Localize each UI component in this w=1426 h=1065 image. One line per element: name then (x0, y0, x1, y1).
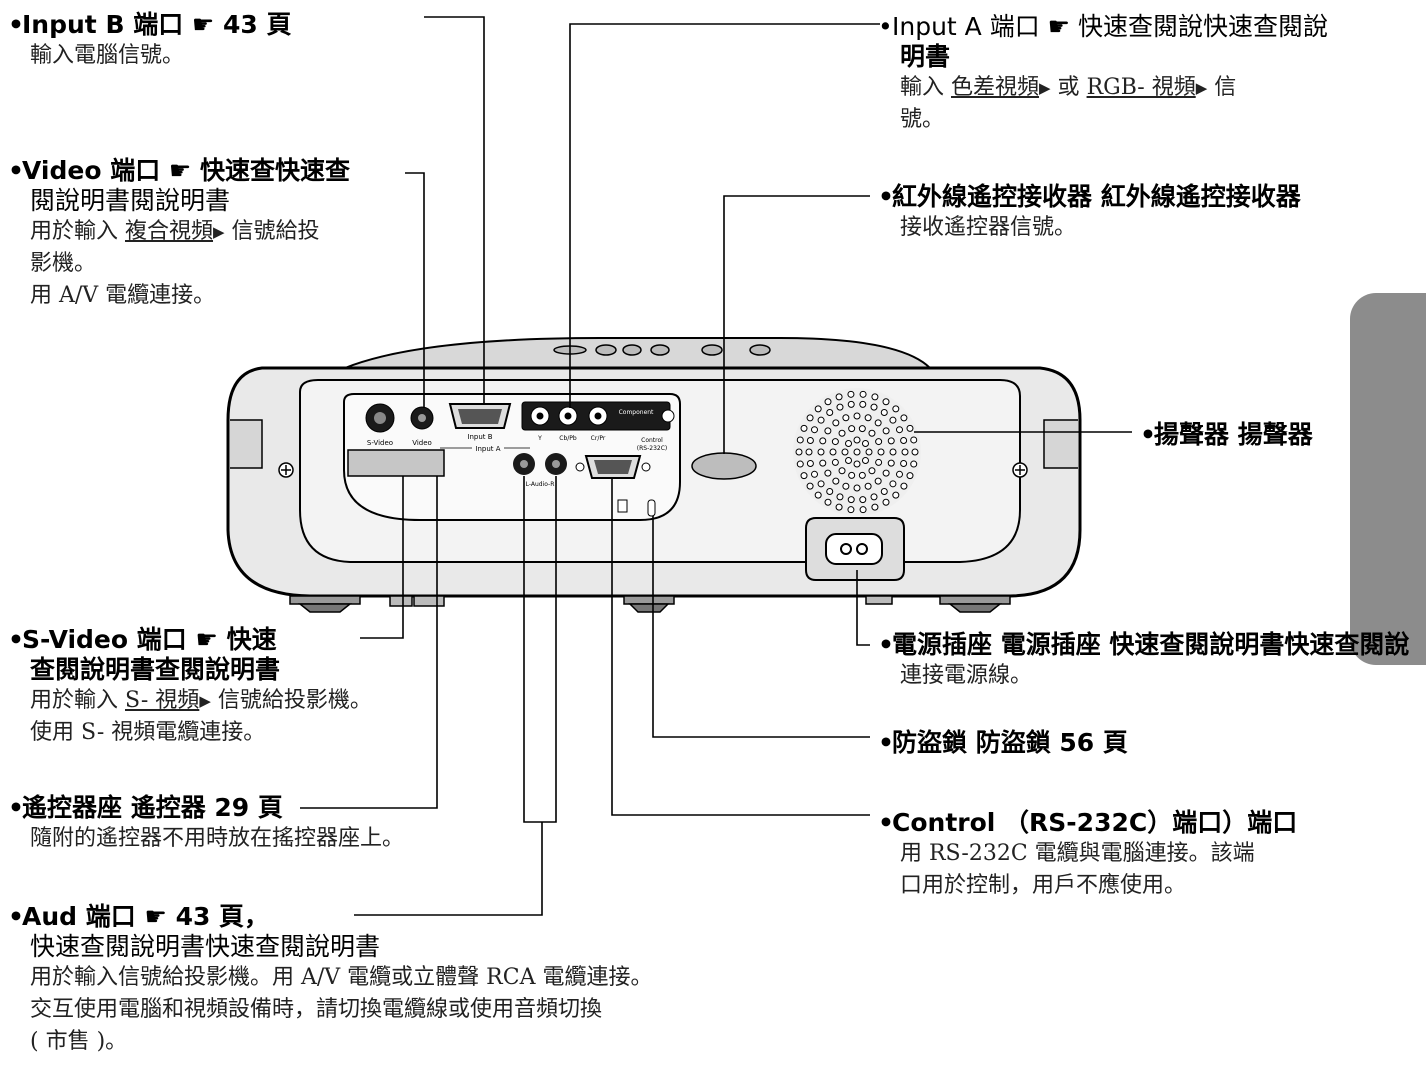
power-inlet (805, 517, 905, 581)
link-arrow-icon: ▶ (1195, 79, 1208, 97)
callout-control: •Control （RS-232C）端口）端口 用 RS-232C 電纜與電腦連… (878, 808, 1297, 902)
video-panel-label: Video (412, 439, 432, 447)
link-arrow-icon: ▶ (199, 692, 211, 710)
input-a-desc-2: 號。 (900, 107, 945, 132)
leader-lines (300, 16, 1132, 916)
audio-desc-1: 用於輸入信號給投影機。用 A/V 電纜或立體聲 RCA 電纜連接。 (30, 965, 653, 990)
video-desc-2: 影機。 (30, 251, 97, 276)
callout-input-a: •Input A 端口 ☛ 快速查閱說快速查閱說 明書 輸入 色差視頻▶ 或 R… (878, 12, 1328, 136)
power-inlet-desc: 連接電源線。 (900, 663, 1033, 688)
video-desc-3: 用 A/V 電纜連接。 (30, 283, 216, 308)
callout-s-video: •S-Video 端口 ☛ 快速 查閱說明書查閱說明書 用於輸入 S- 視頻▶ … (8, 625, 372, 749)
callout-security-lock: •防盜鎖 防盜鎖 56 頁 (878, 728, 1128, 757)
control-desc-1: 用 RS-232C 電纜與電腦連接。該端 (900, 841, 1255, 866)
audio-ports: L-Audio-R (513, 453, 567, 488)
callout-power-inlet: •電源插座 電源插座 快速查閱說明書快速查閱說 連接電源線。 (878, 630, 1409, 692)
video-title-1: Video 端口 ☛ 快速查快速查 (22, 156, 351, 185)
audio-panel-label: L-Audio-R (526, 481, 555, 488)
s-video-title-1: S-Video 端口 ☛ 快速 (22, 625, 277, 654)
video-title-2: 閱說明書閱說明書 (30, 186, 231, 215)
s-video-panel-label: S-Video (367, 439, 393, 447)
control-title: Control （RS-232C）端口）端口 (892, 808, 1298, 837)
audio-desc-3: ( 市售 )。 (30, 1029, 128, 1054)
component-video-link[interactable]: 色差視頻 (951, 75, 1040, 100)
remote-holder-desc: 隨附的遙控器不用時放在搖控器座上。 (30, 826, 405, 851)
speaker-grill (793, 388, 921, 516)
rgb-video-link[interactable]: RGB- 視頻 (1086, 75, 1196, 100)
input-b-panel-label: Input B (467, 433, 492, 441)
lock-icon (617, 499, 656, 517)
audio-desc-2: 交互使用電腦和視頻設備時，請切換電纜線或使用音頻切換 (30, 997, 603, 1022)
cr-pr-label: Cr/Pr (591, 435, 606, 442)
audio-title-2: 快速查閱說明書快速查閱說明書 (30, 932, 381, 961)
input-a-title-1: Input A 端口 ☛ 快速查閱說快速查閱說 (892, 12, 1329, 41)
ir-receiver (691, 452, 757, 480)
composite-video-link[interactable]: 複合視頻 (125, 219, 214, 244)
audio-title-1: Aud 端口 ☛ 43 頁， (22, 902, 270, 931)
y-label: Y (537, 435, 542, 442)
callout-audio: •Aud 端口 ☛ 43 頁， 快速查閱說明書快速查閱說明書 用於輸入信號給投影… (8, 902, 652, 1058)
remote-holder (347, 449, 445, 477)
input-b-title: Input B 端口 ☛ 43 頁 (22, 10, 292, 39)
screw-icons (278, 462, 1028, 478)
input-a-title-2: 明書 (900, 42, 951, 71)
link-arrow-icon: ▶ (213, 223, 225, 241)
callout-ir-receiver: •紅外線遙控接收器 紅外線遙控接收器 接收遙控器信號。 (878, 182, 1301, 244)
callout-speaker: •揚聲器 揚聲器 (1140, 420, 1313, 449)
s-video-title-2: 查閱說明書查閱說明書 (30, 655, 281, 684)
input-a-panel-label: Input A (475, 445, 500, 453)
cb-pb-label: Cb/Pb (559, 435, 577, 442)
s-video-port: S-Video (365, 403, 395, 447)
control-desc-2: 口用於控制，用戶不應使用。 (900, 873, 1187, 898)
callout-remote-holder: •遙控器座 遙控器 29 頁 隨附的遙控器不用時放在搖控器座上。 (8, 793, 404, 855)
s-video-desc-1: 用於輸入 S- 視頻▶ 信號給投影機。 (30, 688, 372, 713)
chapter-side-tab (1350, 293, 1426, 665)
input-b-port: Input B (448, 403, 512, 441)
input-a-desc-1: 輸入 色差視頻▶ 或 RGB- 視頻▶ 信 (900, 75, 1237, 100)
link-arrow-icon: ▶ (1039, 79, 1051, 97)
input-b-desc: 輸入電腦信號。 (30, 43, 185, 68)
power-inlet-title: 電源插座 電源插座 快速查閱說明書快速查閱說 (892, 630, 1410, 659)
rs232c-panel-label: (RS-232C) (637, 445, 667, 452)
component-label: Component (619, 409, 654, 416)
ir-receiver-desc: 接收遙控器信號。 (900, 215, 1077, 240)
security-lock-title: 防盜鎖 防盜鎖 56 頁 (892, 728, 1128, 757)
component-ports (530, 406, 608, 426)
speaker-title: 揚聲器 揚聲器 (1154, 420, 1313, 449)
s-video-link[interactable]: S- 視頻 (125, 688, 200, 713)
feet (289, 595, 1011, 613)
rs232c-port (575, 455, 651, 479)
callout-input-b: •Input B 端口 ☛ 43 頁 輸入電腦信號。 (8, 10, 292, 72)
ir-receiver-title: 紅外線遙控接收器 紅外線遙控接收器 (892, 182, 1301, 211)
callout-video: •Video 端口 ☛ 快速查快速查 閱說明書閱說明書 用於輸入 複合視頻▶ 信… (8, 156, 350, 312)
s-video-desc-2: 使用 S- 視頻電纜連接。 (30, 720, 266, 745)
remote-holder-title: 遙控器座 遙控器 29 頁 (22, 793, 283, 822)
video-desc-1: 用於輸入 複合視頻▶ 信號給投 (30, 219, 320, 244)
video-port: Video (410, 406, 434, 447)
control-panel-label: Control (641, 437, 663, 444)
